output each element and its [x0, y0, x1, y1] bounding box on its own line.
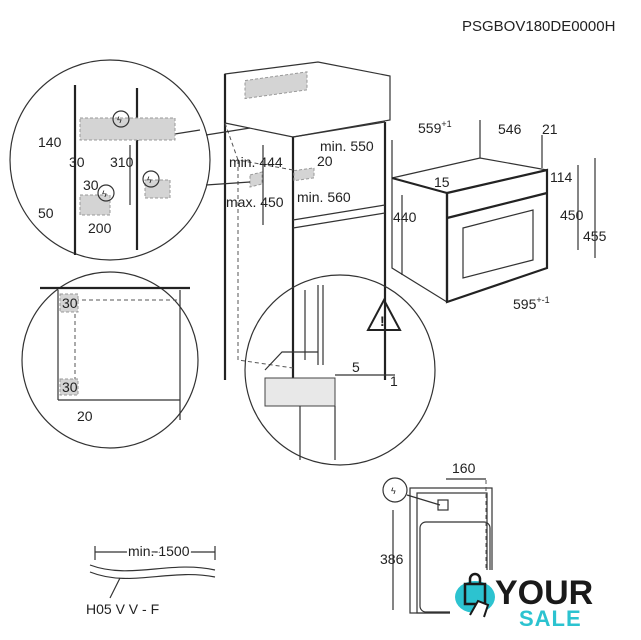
cabinet-drawing: min. 444 max. 450 min. 550 20 min. 560: [223, 61, 391, 380]
rear-height: 386: [380, 551, 404, 567]
warning-dim-1: 1: [390, 373, 398, 389]
logo-your: YOUR: [495, 574, 593, 612]
socket-dim-30b: 30: [83, 177, 99, 193]
oven-width: 595+-1: [513, 295, 550, 312]
oven-side-height: 440: [393, 209, 417, 225]
cable-length: min. 1500: [128, 543, 190, 559]
socket-dim-200: 200: [88, 220, 112, 236]
socket-dim-310: 310: [110, 154, 134, 170]
svg-text:!: !: [380, 313, 385, 329]
oven-top-gap: 15: [434, 174, 450, 190]
socket-dim-50: 50: [38, 205, 54, 221]
vent-gap-20: 20: [77, 408, 93, 424]
cable-type: H05 V V - F: [86, 601, 159, 617]
vent-detail: 30 30 20: [21, 271, 199, 449]
oven-body-height: 450: [560, 207, 584, 223]
oven-depth: 559+1: [418, 119, 452, 136]
vent-bottom-30: 30: [62, 379, 78, 395]
svg-text:ϟ: ϟ: [117, 115, 122, 125]
vent-top-30: 30: [62, 295, 78, 311]
oven-body-depth: 546: [498, 121, 522, 137]
logo-sale: SALE: [519, 606, 582, 631]
svg-text:ϟ: ϟ: [147, 175, 152, 185]
socket-dim-30a: 30: [69, 154, 85, 170]
model-code: PSGBOV180DE0000H: [462, 18, 615, 35]
cable-drawing: min. 1500 H05 V V - F: [86, 541, 216, 617]
oven-front-depth: 21: [542, 121, 558, 137]
socket-detail: ϟ ϟ ϟ 140 30 310 30 50 200: [9, 59, 251, 261]
cabinet-min-height: min. 444: [229, 154, 283, 170]
cabinet-max-height: max. 450: [226, 194, 284, 210]
oven-drawing: 559+1 546 21 15 114 440 450 455 595+-1: [391, 119, 607, 312]
svg-text:ϟ: ϟ: [391, 486, 396, 496]
oven-panel-height: 114: [550, 169, 573, 185]
svg-text:ϟ: ϟ: [102, 189, 107, 199]
socket-dim-140: 140: [38, 134, 62, 150]
cabinet-min-depth: min. 550: [320, 138, 374, 154]
rear-offset: 160: [452, 460, 476, 476]
warning-detail: ! 5 1: [244, 274, 436, 466]
warning-dim-5: 5: [352, 359, 360, 375]
cabinet-gap: 20: [317, 153, 333, 169]
your-sale-logo: YOUR SALE: [450, 570, 641, 640]
cabinet-min-width: min. 560: [297, 189, 351, 205]
